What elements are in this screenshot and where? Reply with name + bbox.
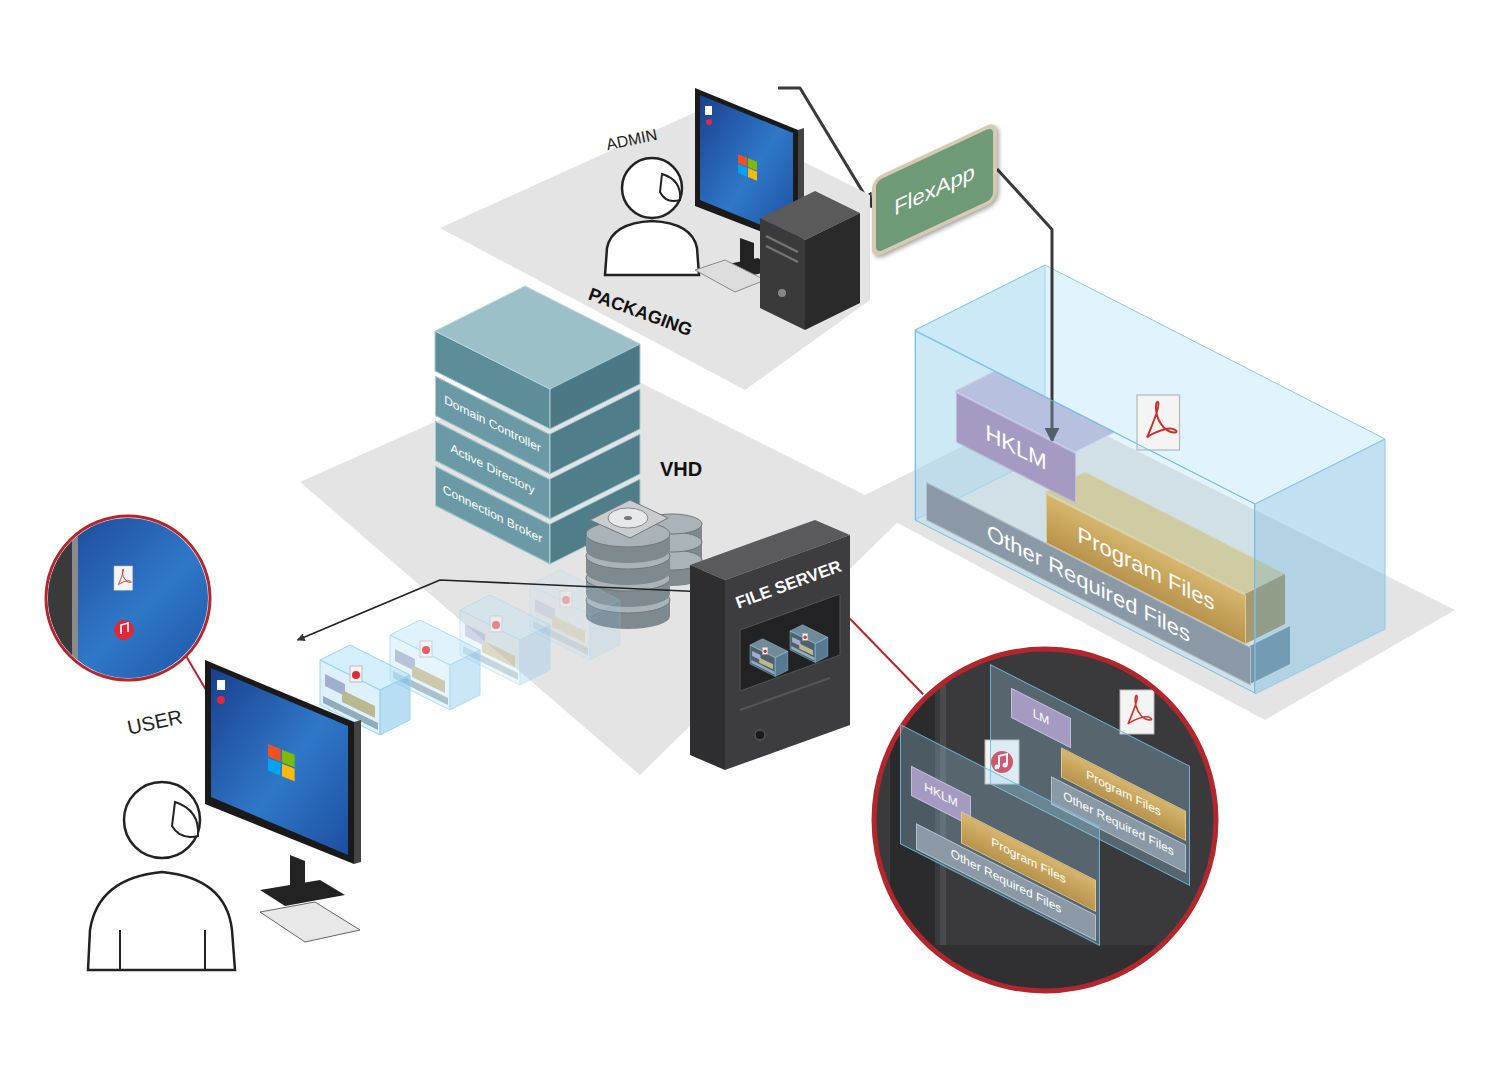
admin-workstation-drawing <box>766 236 798 252</box>
zoom-callout: LMProgram FilesOther Required FilesHKLMP… <box>870 645 1220 995</box>
desktop-callout <box>40 505 220 700</box>
node-label: USER <box>125 705 184 739</box>
file-server-drawing <box>750 639 788 677</box>
pdf-icon <box>1137 395 1180 450</box>
admin-workstation-drawing <box>705 106 712 115</box>
file-server-drawing <box>740 594 840 691</box>
admin-workstation-drawing <box>805 213 860 330</box>
user-workstation-drawing <box>205 660 354 864</box>
vhd-disks <box>624 516 632 520</box>
file-server-drawing <box>690 495 850 770</box>
file-server-drawing <box>790 625 828 663</box>
user-workstation-drawing <box>354 720 361 864</box>
package-glass <box>1255 439 1385 694</box>
vhd-disks <box>608 508 648 528</box>
file-server-drawing <box>725 535 850 770</box>
file-server: FILE SERVER <box>690 495 850 770</box>
file-server-drawing <box>755 730 765 740</box>
zoom-callout-drawing <box>870 945 1220 995</box>
user-workstation-drawing <box>217 696 225 704</box>
file-server-drawing <box>690 565 725 770</box>
desktop-callout <box>114 620 134 640</box>
admin-workstation: ADMINPACKAGING <box>440 88 870 393</box>
registry-block: HKLM <box>956 392 1076 503</box>
admin-workstation-drawing <box>738 154 757 181</box>
node-label: FlexApp <box>894 159 975 222</box>
zoom-callout-drawing <box>1120 690 1154 734</box>
admin-workstation-drawing <box>778 289 786 297</box>
user-workstation-drawing <box>120 930 205 970</box>
server-platform <box>300 355 905 775</box>
node-label: HKLM <box>924 781 957 812</box>
app-package: HKLMProgram FilesOther Required Files <box>915 330 1255 693</box>
disk-label: VHD <box>660 458 702 481</box>
vhd-disks <box>590 500 668 538</box>
user-workstation-drawing <box>260 902 360 942</box>
zoom-callout-drawing <box>870 645 1220 995</box>
user-workstation-drawing <box>172 802 198 837</box>
user-workstation-drawing <box>211 668 348 855</box>
pdf-icon <box>1137 395 1180 450</box>
zoom-callout-drawing <box>874 649 1216 991</box>
admin-workstation-drawing <box>440 110 870 390</box>
user-workstation-drawing <box>88 872 235 970</box>
connector <box>850 619 923 695</box>
admin-workstation-drawing <box>706 119 712 125</box>
user-workstation-drawing <box>260 880 345 906</box>
user-workstation-drawing <box>217 680 225 690</box>
user-workstation-drawing <box>80 640 370 980</box>
node-label: HKLM <box>985 420 1046 476</box>
connector <box>298 580 691 640</box>
user-workstation: USER <box>80 640 370 980</box>
admin-workstation-drawing <box>605 221 699 275</box>
admin-workstation-drawing <box>760 218 805 330</box>
file-server-drawing <box>740 678 830 710</box>
flexapp-box: FlexApp <box>872 121 997 259</box>
admin-workstation-drawing <box>766 246 798 262</box>
server-platform <box>300 355 905 775</box>
node-label: LM <box>1033 707 1050 729</box>
admin-workstation-drawing <box>622 158 682 218</box>
desktop-callout <box>114 566 133 590</box>
user-workstation-drawing <box>124 782 200 858</box>
desktop-callout <box>121 623 128 634</box>
package-stream <box>320 570 620 735</box>
admin-workstation-drawing <box>660 174 680 201</box>
desktop-callout <box>46 516 210 680</box>
package-glass <box>915 265 1385 694</box>
zoom-callout-drawing <box>874 649 1216 991</box>
user-workstation-drawing <box>268 744 295 781</box>
admin-workstation-drawing <box>695 260 765 292</box>
